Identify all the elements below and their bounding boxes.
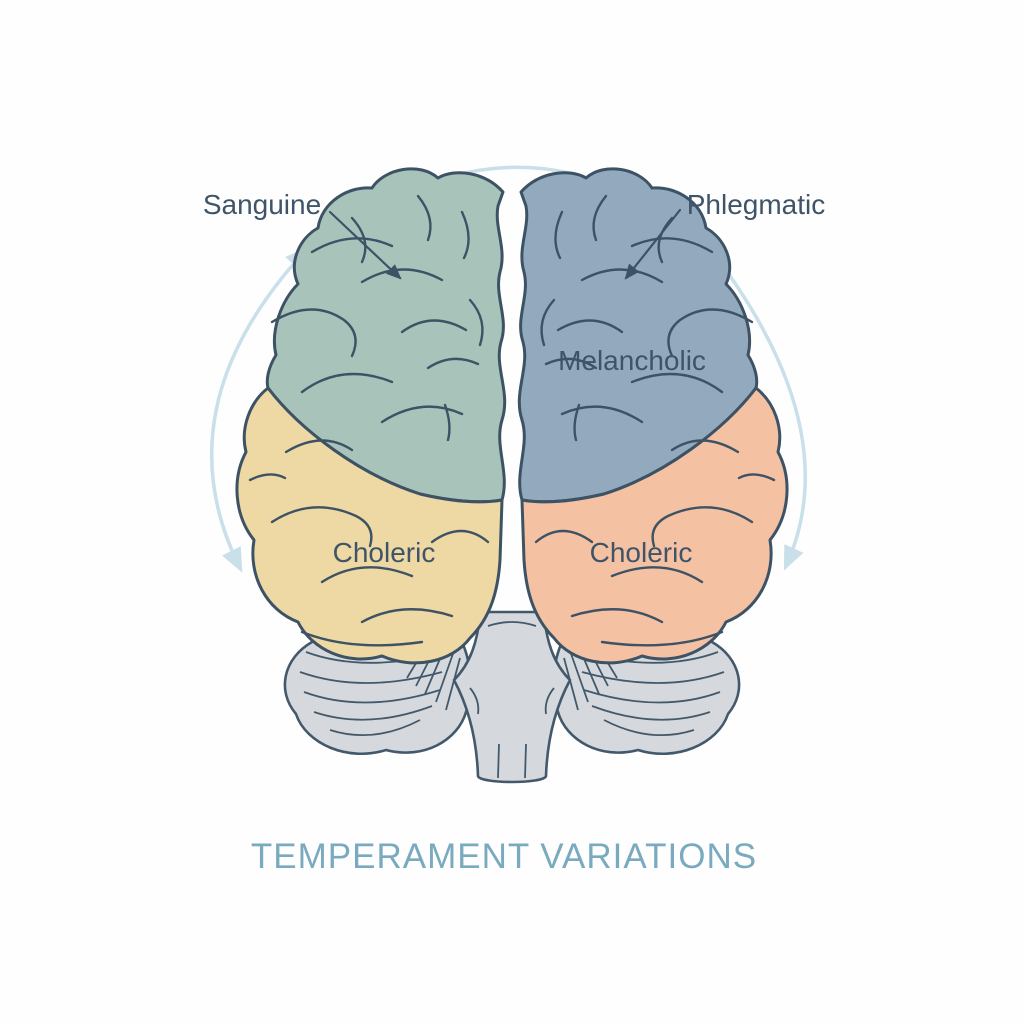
- label-phlegmatic: Phlegmatic: [687, 189, 826, 220]
- label-choleric-right: Choleric: [590, 537, 693, 568]
- region-choleric-left: [235, 386, 504, 665]
- label-arrows: [328, 208, 682, 280]
- label-choleric-left: Choleric: [333, 537, 436, 568]
- phlegmatic-pointer-arrow-icon: [624, 208, 682, 280]
- label-sanguine: Sanguine: [203, 189, 321, 220]
- rotation-arc-left-icon: [209, 246, 310, 573]
- brainstem-detail-lines: [469, 621, 555, 779]
- region-choleric-right: [520, 386, 789, 665]
- diagram-title: TEMPERAMENT VARIATIONS: [251, 837, 757, 876]
- gyri-lines: [248, 194, 776, 647]
- label-melancholic: Melancholic: [558, 345, 706, 376]
- sanguine-pointer-arrow-icon: [328, 210, 402, 280]
- cerebrum: [235, 167, 789, 665]
- rotation-arc-right-icon: [690, 224, 808, 571]
